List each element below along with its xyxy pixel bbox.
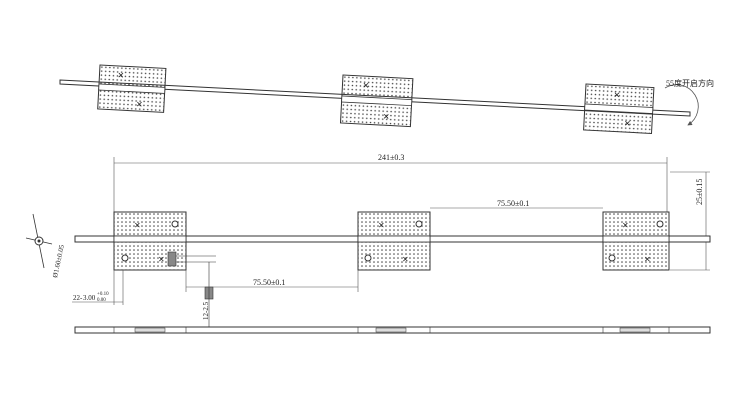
svg-text:✕: ✕ <box>158 255 165 264</box>
small-dim: 12-2.5 <box>202 301 210 320</box>
opening-direction-label: 55度开启方向 <box>666 78 714 88</box>
pin-section-detail <box>25 213 53 269</box>
svg-text:✕: ✕ <box>136 100 143 109</box>
svg-text:✕: ✕ <box>624 119 631 128</box>
top-hinge-1: ✕✕ <box>97 64 167 113</box>
top-hinge-3: ✕✕ <box>583 83 655 135</box>
svg-text:✕: ✕ <box>362 81 369 90</box>
height-dim: 25±0.15 <box>695 179 704 205</box>
svg-text:✕: ✕ <box>402 255 409 264</box>
svg-text:✕: ✕ <box>117 71 124 80</box>
bracket-detail <box>167 251 216 330</box>
svg-text:✕: ✕ <box>383 112 390 121</box>
offset-dim: 3.00 <box>83 294 96 302</box>
opening-arc <box>664 84 699 126</box>
front-hinge-2: ✕✕ <box>357 211 431 271</box>
top-view: ✕✕ ✕✕ ✕✕ 55度开启方向 <box>59 64 714 135</box>
offset-prefix: 22- <box>73 294 83 302</box>
side-view <box>74 326 711 334</box>
front-view: 241±0.3 75.50±0.1 25±0.15 ✕✕ ✕✕ <box>25 153 711 330</box>
svg-text:✕: ✕ <box>644 255 651 264</box>
pin-diameter-dim: Ø1.60±0.05 <box>51 244 66 279</box>
offset-tol-minus: 0.00 <box>97 298 106 303</box>
top-hinge-2: ✕✕ <box>339 74 414 128</box>
svg-text:✕: ✕ <box>378 221 385 230</box>
front-hinge-3: ✕✕ <box>602 211 670 271</box>
hinge-spacing-lower-dim: 75.50±0.1 <box>253 278 285 287</box>
svg-text:✕: ✕ <box>134 221 141 230</box>
svg-text:✕: ✕ <box>613 90 620 99</box>
overall-length-dim: 241±0.3 <box>378 153 404 162</box>
offset-tol-plus: +0.10 <box>97 292 109 297</box>
svg-text:✕: ✕ <box>622 221 629 230</box>
hinge-spacing-upper-dim: 75.50±0.1 <box>497 199 529 208</box>
